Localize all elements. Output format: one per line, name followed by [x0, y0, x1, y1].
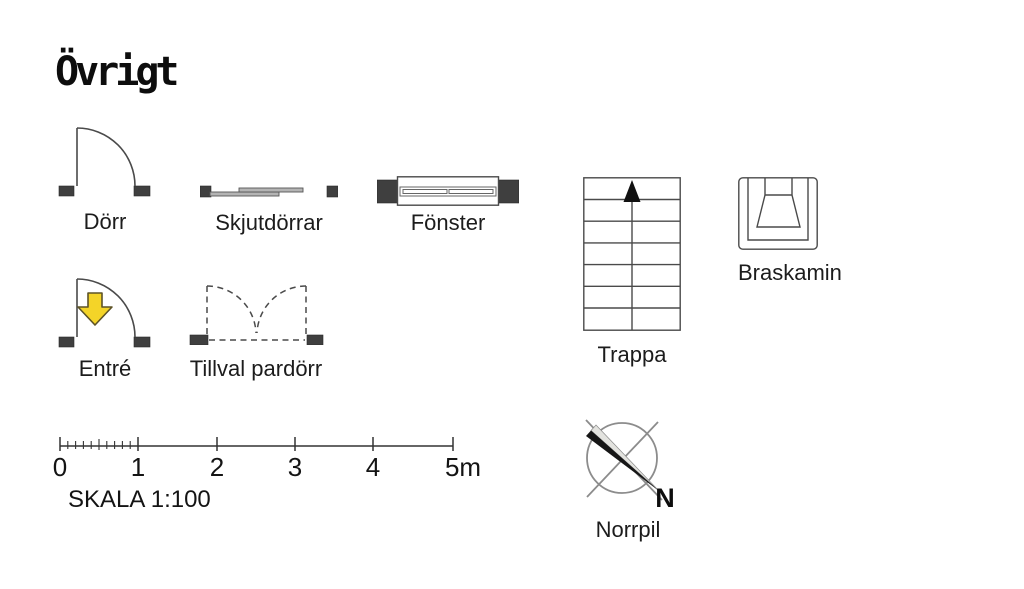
legend-item-fonster: Fönster [377, 176, 519, 235]
compass-needle-dark-half [586, 430, 659, 491]
entry-arrow-icon [77, 292, 113, 326]
window-pane [402, 189, 448, 194]
door-swing-arc [76, 278, 136, 338]
legend-item-skjutdorrar: Skjutdörrar [200, 185, 338, 235]
legend-item-tillval-pardorr: Tillval pardörr [188, 283, 324, 381]
legend-label-skjutdorrar: Skjutdörrar [215, 210, 323, 235]
legend-item-trappa: Trappa [583, 177, 681, 367]
scale-tick-label-3: 3 [287, 452, 303, 482]
legend-item-norrpil: N Norrpil [576, 412, 680, 542]
scale-bar [59, 437, 454, 451]
window-symbol-icon [377, 176, 519, 206]
wall-block [58, 185, 75, 197]
dashed-swing-arc [206, 285, 257, 334]
legend-item-entre: Entré [57, 276, 153, 381]
legend-label-braskamin: Braskamin [738, 260, 842, 285]
stair-direction-arrow-icon [623, 180, 641, 202]
entrance-symbol-icon [58, 278, 151, 348]
stairs-symbol-icon [583, 177, 681, 331]
wall-block [189, 334, 209, 345]
wall-block [133, 336, 151, 348]
stairs-outline [583, 177, 681, 331]
wall-block [133, 185, 151, 197]
door-symbol-icon [58, 127, 151, 197]
sliding-panel [209, 191, 280, 197]
wall-block [58, 336, 75, 348]
sliding-panel [238, 187, 304, 193]
wall-block [200, 185, 212, 198]
scale-tick-label-1: 1 [130, 452, 146, 482]
fireplace-inner-wall [747, 178, 809, 241]
legend-item-braskamin: Braskamin [738, 177, 842, 285]
legend-label-trappa: Trappa [597, 342, 667, 367]
page-title: Övrigt [55, 49, 179, 95]
scale-tick-label-4: 4 [365, 452, 381, 482]
dashed-swing-arc [256, 285, 307, 334]
wall-block [306, 334, 324, 345]
fireplace-outer [738, 177, 818, 250]
north-arrow-symbol-icon: N [585, 419, 675, 512]
fireplace-hearth [756, 178, 801, 228]
legend-item-dorr: Dörr [57, 125, 153, 234]
legend-label-fonster: Fönster [410, 210, 486, 235]
compass-north-letter: N [655, 483, 675, 512]
scale-caption: SKALA 1:100 [68, 486, 211, 513]
scale-tick-label-2: 2 [209, 452, 225, 482]
window-pane [448, 189, 494, 194]
legend-label-dorr: Dörr [83, 209, 127, 234]
legend-label-norrpil: Norrpil [595, 517, 661, 542]
window-band [399, 186, 497, 197]
compass-circle [586, 422, 658, 494]
wall-block [377, 179, 400, 204]
fireplace-symbol-icon [738, 177, 818, 250]
legend-label-tillval-pardorr: Tillval pardörr [189, 356, 323, 381]
wall-block [326, 185, 338, 198]
scale-minor-ticks [67, 439, 131, 450]
scale-tick-label-0: 0 [52, 452, 68, 482]
legend-label-entre: Entré [78, 356, 132, 381]
sliding-doors-symbol-icon [200, 185, 338, 198]
optional-double-door-symbol-icon [189, 285, 324, 345]
wall-block [496, 179, 519, 204]
door-swing-arc [76, 127, 136, 187]
scale-tick-label-5m: 5m [444, 452, 482, 482]
